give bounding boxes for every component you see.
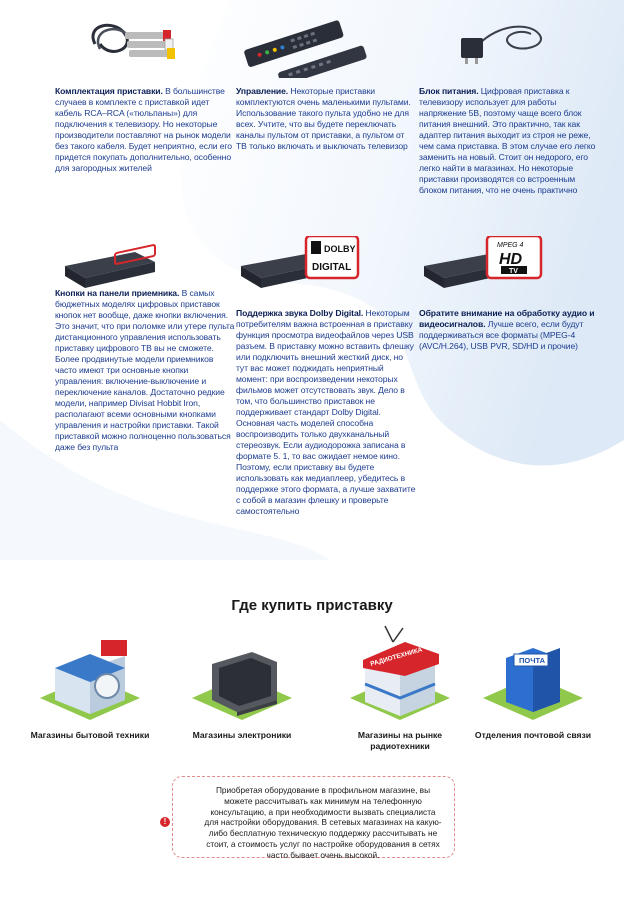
shop-label: Магазины электроники xyxy=(192,730,292,740)
feature-title: Поддержка звука Dolby Digital. xyxy=(236,308,364,318)
background-wave xyxy=(181,0,624,466)
shop-sign: ПОЧТА xyxy=(519,656,546,665)
warning-icon: ! xyxy=(160,817,170,827)
shop-appliance: Магазины бытовой техники xyxy=(25,628,155,741)
mpeg-badge-top: MPEG 4 xyxy=(497,242,524,249)
radio-market-icon: РАДИОТЕХНИКА xyxy=(350,625,450,720)
feature-title: Обратите внимание на обработку аудио и в… xyxy=(419,308,595,329)
section-title: Где купить приставку xyxy=(231,597,393,614)
shop-electronics: Магазины электроники xyxy=(177,628,307,741)
mpeg-badge-mid: HD xyxy=(499,251,523,268)
appliance-store-icon xyxy=(40,640,140,720)
feature-title: Блок питания. xyxy=(419,86,479,96)
dolby-badge-bottom: DIGITAL xyxy=(312,262,351,273)
shop-post-office: ПОЧТА Отделения почтовой связи xyxy=(468,628,598,741)
notice-text: Приобретая оборудование в профильном маг… xyxy=(204,785,442,860)
feature-title: Комплектация приставки. xyxy=(55,86,163,96)
feature-text: Лучше всего, если будут поддерживаться в… xyxy=(419,319,584,351)
mpeg4-receiver-icon: MPEG 4 HD TV xyxy=(424,236,543,288)
feature-text: В самых бюджетных моделях цифровых прист… xyxy=(55,288,235,452)
shop-label: Магазины на рынке радиотехники xyxy=(357,730,443,751)
feature-text: Цифровая приставка к телевизору использу… xyxy=(419,86,596,195)
power-adapter-icon xyxy=(461,25,542,64)
feature-text: Некоторые приставки комплектуются очень … xyxy=(236,86,411,151)
receiver-buttons-icon xyxy=(65,244,156,288)
shop-label: Магазины бытовой техники xyxy=(30,730,150,740)
feature-text: Некоторым потребителям важна встроенная … xyxy=(236,308,416,516)
remote-controls-icon xyxy=(244,20,367,78)
feature-text: В большинстве случаев в комплекте с прис… xyxy=(55,86,232,173)
notice-box: ! Приобретая оборудование в профильном м… xyxy=(160,776,455,860)
electronics-store-icon xyxy=(192,652,292,720)
dolby-badge-top: DOLBY xyxy=(324,244,356,254)
shop-radio-market: РАДИОТЕХНИКА Магазины на рынке радиотехн… xyxy=(335,624,465,752)
feature-title: Кнопки на панели приемника. xyxy=(55,288,180,298)
shop-label: Отделения почтовой связи xyxy=(474,730,592,740)
rca-cable-icon xyxy=(91,23,175,59)
feature-title: Управление. xyxy=(236,86,289,96)
dolby-receiver-icon: DOLBY DIGITAL xyxy=(241,236,360,288)
post-office-icon: ПОЧТА xyxy=(483,648,583,720)
mpeg-badge-bottom: TV xyxy=(509,268,518,275)
